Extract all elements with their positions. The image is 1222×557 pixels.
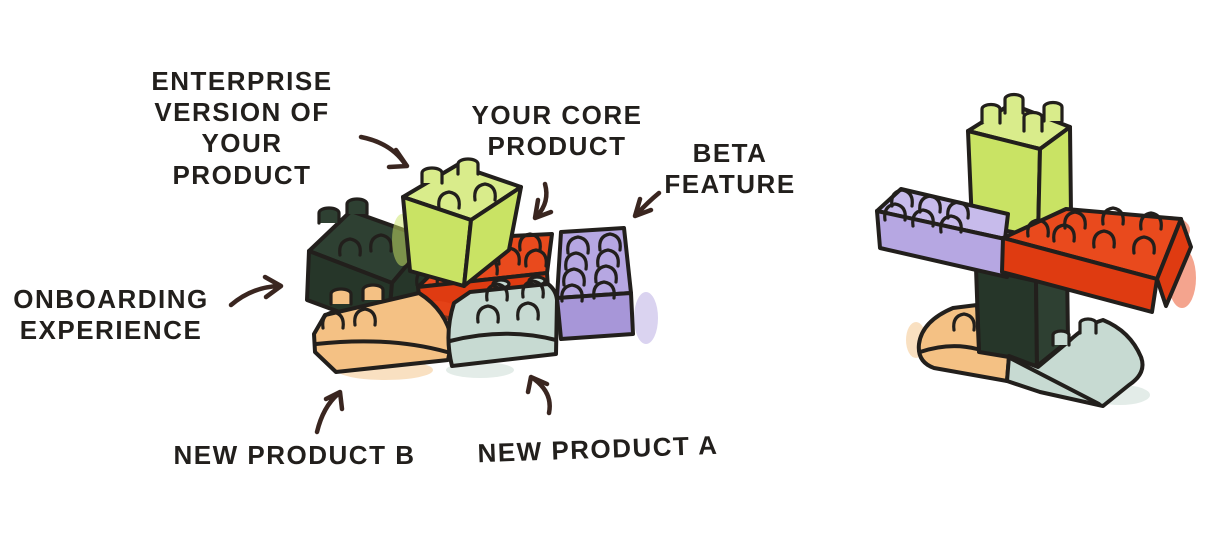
stud (1052, 223, 1076, 243)
stud (1063, 210, 1087, 230)
stud (361, 283, 385, 302)
stud (345, 197, 369, 216)
label-your-core-product: YOUR CORE PRODUCT (471, 100, 643, 162)
body (312, 291, 454, 374)
stud (562, 267, 586, 287)
stud (1042, 100, 1064, 123)
stud (1101, 206, 1125, 226)
stud (596, 248, 620, 268)
brick-beta-feature (555, 226, 658, 344)
stud (473, 182, 497, 202)
stud (1051, 329, 1071, 347)
slope-edge (448, 331, 558, 343)
brick-new-product-b (312, 283, 454, 380)
stud (1139, 211, 1163, 231)
annotation-arrows (228, 134, 662, 435)
label-enterprise-version: ENTERPRISE VERSION OF YOUR PRODUCT (151, 66, 333, 190)
stud (524, 248, 548, 268)
stud (476, 304, 500, 324)
front-face (555, 291, 635, 341)
right-face (1155, 217, 1193, 308)
stud (911, 208, 935, 228)
label-new-product-b: NEW PRODUCT B (173, 440, 416, 470)
stud (883, 202, 907, 222)
stud (321, 310, 345, 330)
stud (485, 282, 509, 302)
slope-edge (1008, 356, 1101, 406)
stud (317, 206, 341, 225)
slope-edge (314, 339, 449, 354)
stud (1132, 235, 1156, 255)
stud (939, 214, 963, 234)
stud (518, 232, 542, 252)
label-beta-feature: BETA FEATURE (664, 138, 796, 200)
front-face (1000, 236, 1159, 314)
brick-new-product-a (446, 275, 559, 378)
arrow-onboarding (228, 274, 284, 308)
paint-bleed (634, 292, 658, 344)
arrow-product-a (525, 374, 552, 416)
stud (560, 283, 584, 303)
assembled-beta-feature (875, 187, 1010, 279)
stud (353, 307, 377, 327)
stud (1026, 218, 1050, 238)
stud (420, 166, 444, 185)
stud (952, 312, 976, 332)
stud (369, 233, 393, 253)
stud (516, 301, 540, 321)
arrow-enterprise (358, 134, 410, 170)
brick-pile (305, 157, 658, 380)
stud (946, 200, 970, 220)
assembled-core-product (1000, 206, 1196, 314)
stud (564, 251, 588, 271)
assembled-new-product-a-base (1005, 317, 1150, 408)
slope-edge (918, 344, 979, 354)
stud (1022, 110, 1044, 133)
stud (1003, 92, 1025, 115)
stud (456, 157, 480, 176)
assembled-structure (875, 92, 1196, 408)
stud (598, 232, 622, 252)
stud (1078, 317, 1098, 335)
arrow-product-b (314, 389, 345, 435)
stud (338, 237, 362, 257)
stud (1092, 229, 1116, 249)
right-face (462, 185, 523, 288)
arrow-core-product (532, 181, 554, 221)
brick-enterprise-version (392, 157, 523, 288)
body (446, 282, 559, 368)
stud (918, 194, 942, 214)
stud (566, 235, 590, 255)
stud (437, 190, 461, 210)
arrow-beta-feature (632, 190, 662, 219)
stud (594, 264, 618, 284)
stud (890, 188, 914, 208)
stud (592, 280, 616, 300)
label-onboarding-experience: ONBOARDING EXPERIENCE (13, 284, 209, 346)
assembled-new-product-b-base (906, 303, 1011, 383)
stud (521, 279, 545, 299)
stud (329, 287, 353, 306)
stud (980, 102, 1002, 125)
